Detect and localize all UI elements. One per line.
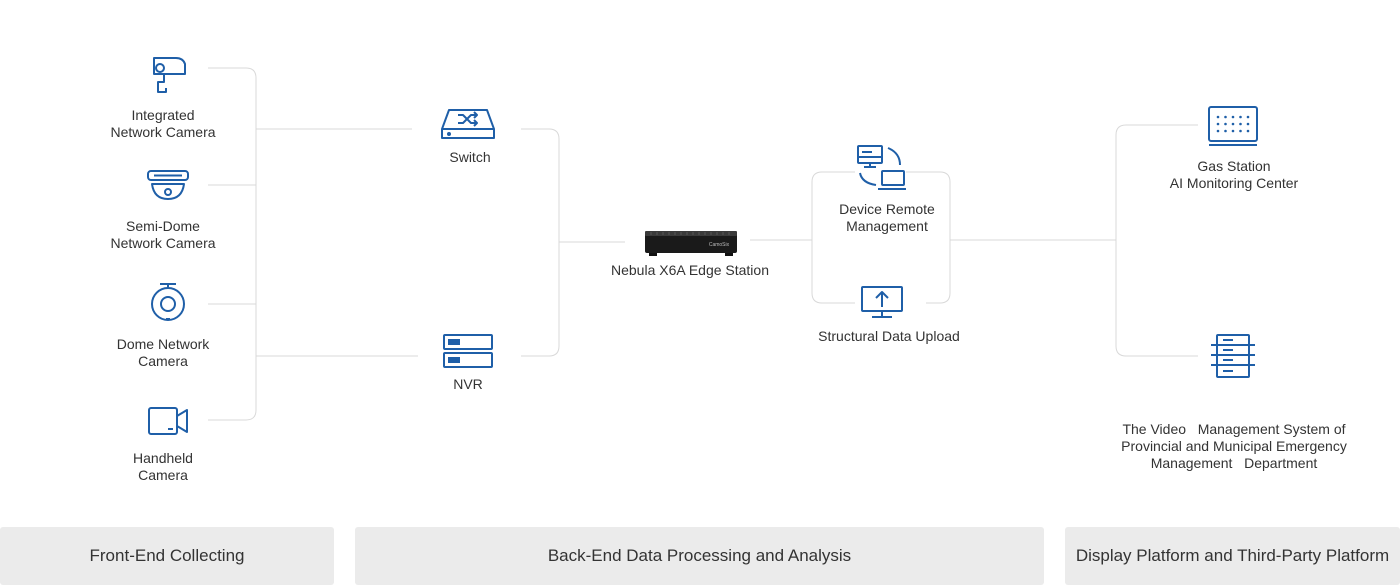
- back-end-section-bar: Back-End Data Processing and Analysis: [355, 527, 1044, 585]
- back-end-section-label: Back-End Data Processing and Analysis: [547, 546, 852, 565]
- middle-bracket: [521, 128, 560, 357]
- edge-station-label: Nebula X6A Edge Station: [610, 262, 769, 278]
- integrated-camera-icon: [146, 52, 188, 99]
- management-bracket: [811, 171, 855, 304]
- display-section-bar: Display Platform and Third-Party Platfor…: [1065, 527, 1400, 585]
- front-end-section-bar: Front-End Collecting: [0, 527, 334, 585]
- semi-dome-camera-icon: [146, 168, 190, 207]
- front-end-section-label: Front-End Collecting: [89, 546, 245, 565]
- management-bracket-right: [906, 171, 951, 304]
- switch-icon: [440, 107, 496, 146]
- front-end-bracket: [208, 67, 257, 421]
- data-upload-label: Structural Data Upload: [818, 328, 960, 344]
- display-bracket: [1115, 124, 1198, 357]
- switch-label: Switch: [449, 149, 491, 165]
- server-rack-icon: [1209, 333, 1257, 384]
- monitoring-center-icon: [1207, 105, 1259, 154]
- nvr-icon: [442, 333, 494, 374]
- device-remote-management-icon: [856, 143, 908, 196]
- nvr-label: NVR: [453, 376, 483, 392]
- handheld-camera-icon: [146, 404, 190, 443]
- edge-station-brand-text: CamoSix: [709, 242, 730, 248]
- display-section-label: Display Platform and Third-Party Platfor…: [1075, 546, 1390, 565]
- data-upload-icon: [860, 285, 904, 324]
- edge-station-device: CamoSix: [643, 229, 739, 262]
- dome-camera-icon: [148, 282, 188, 329]
